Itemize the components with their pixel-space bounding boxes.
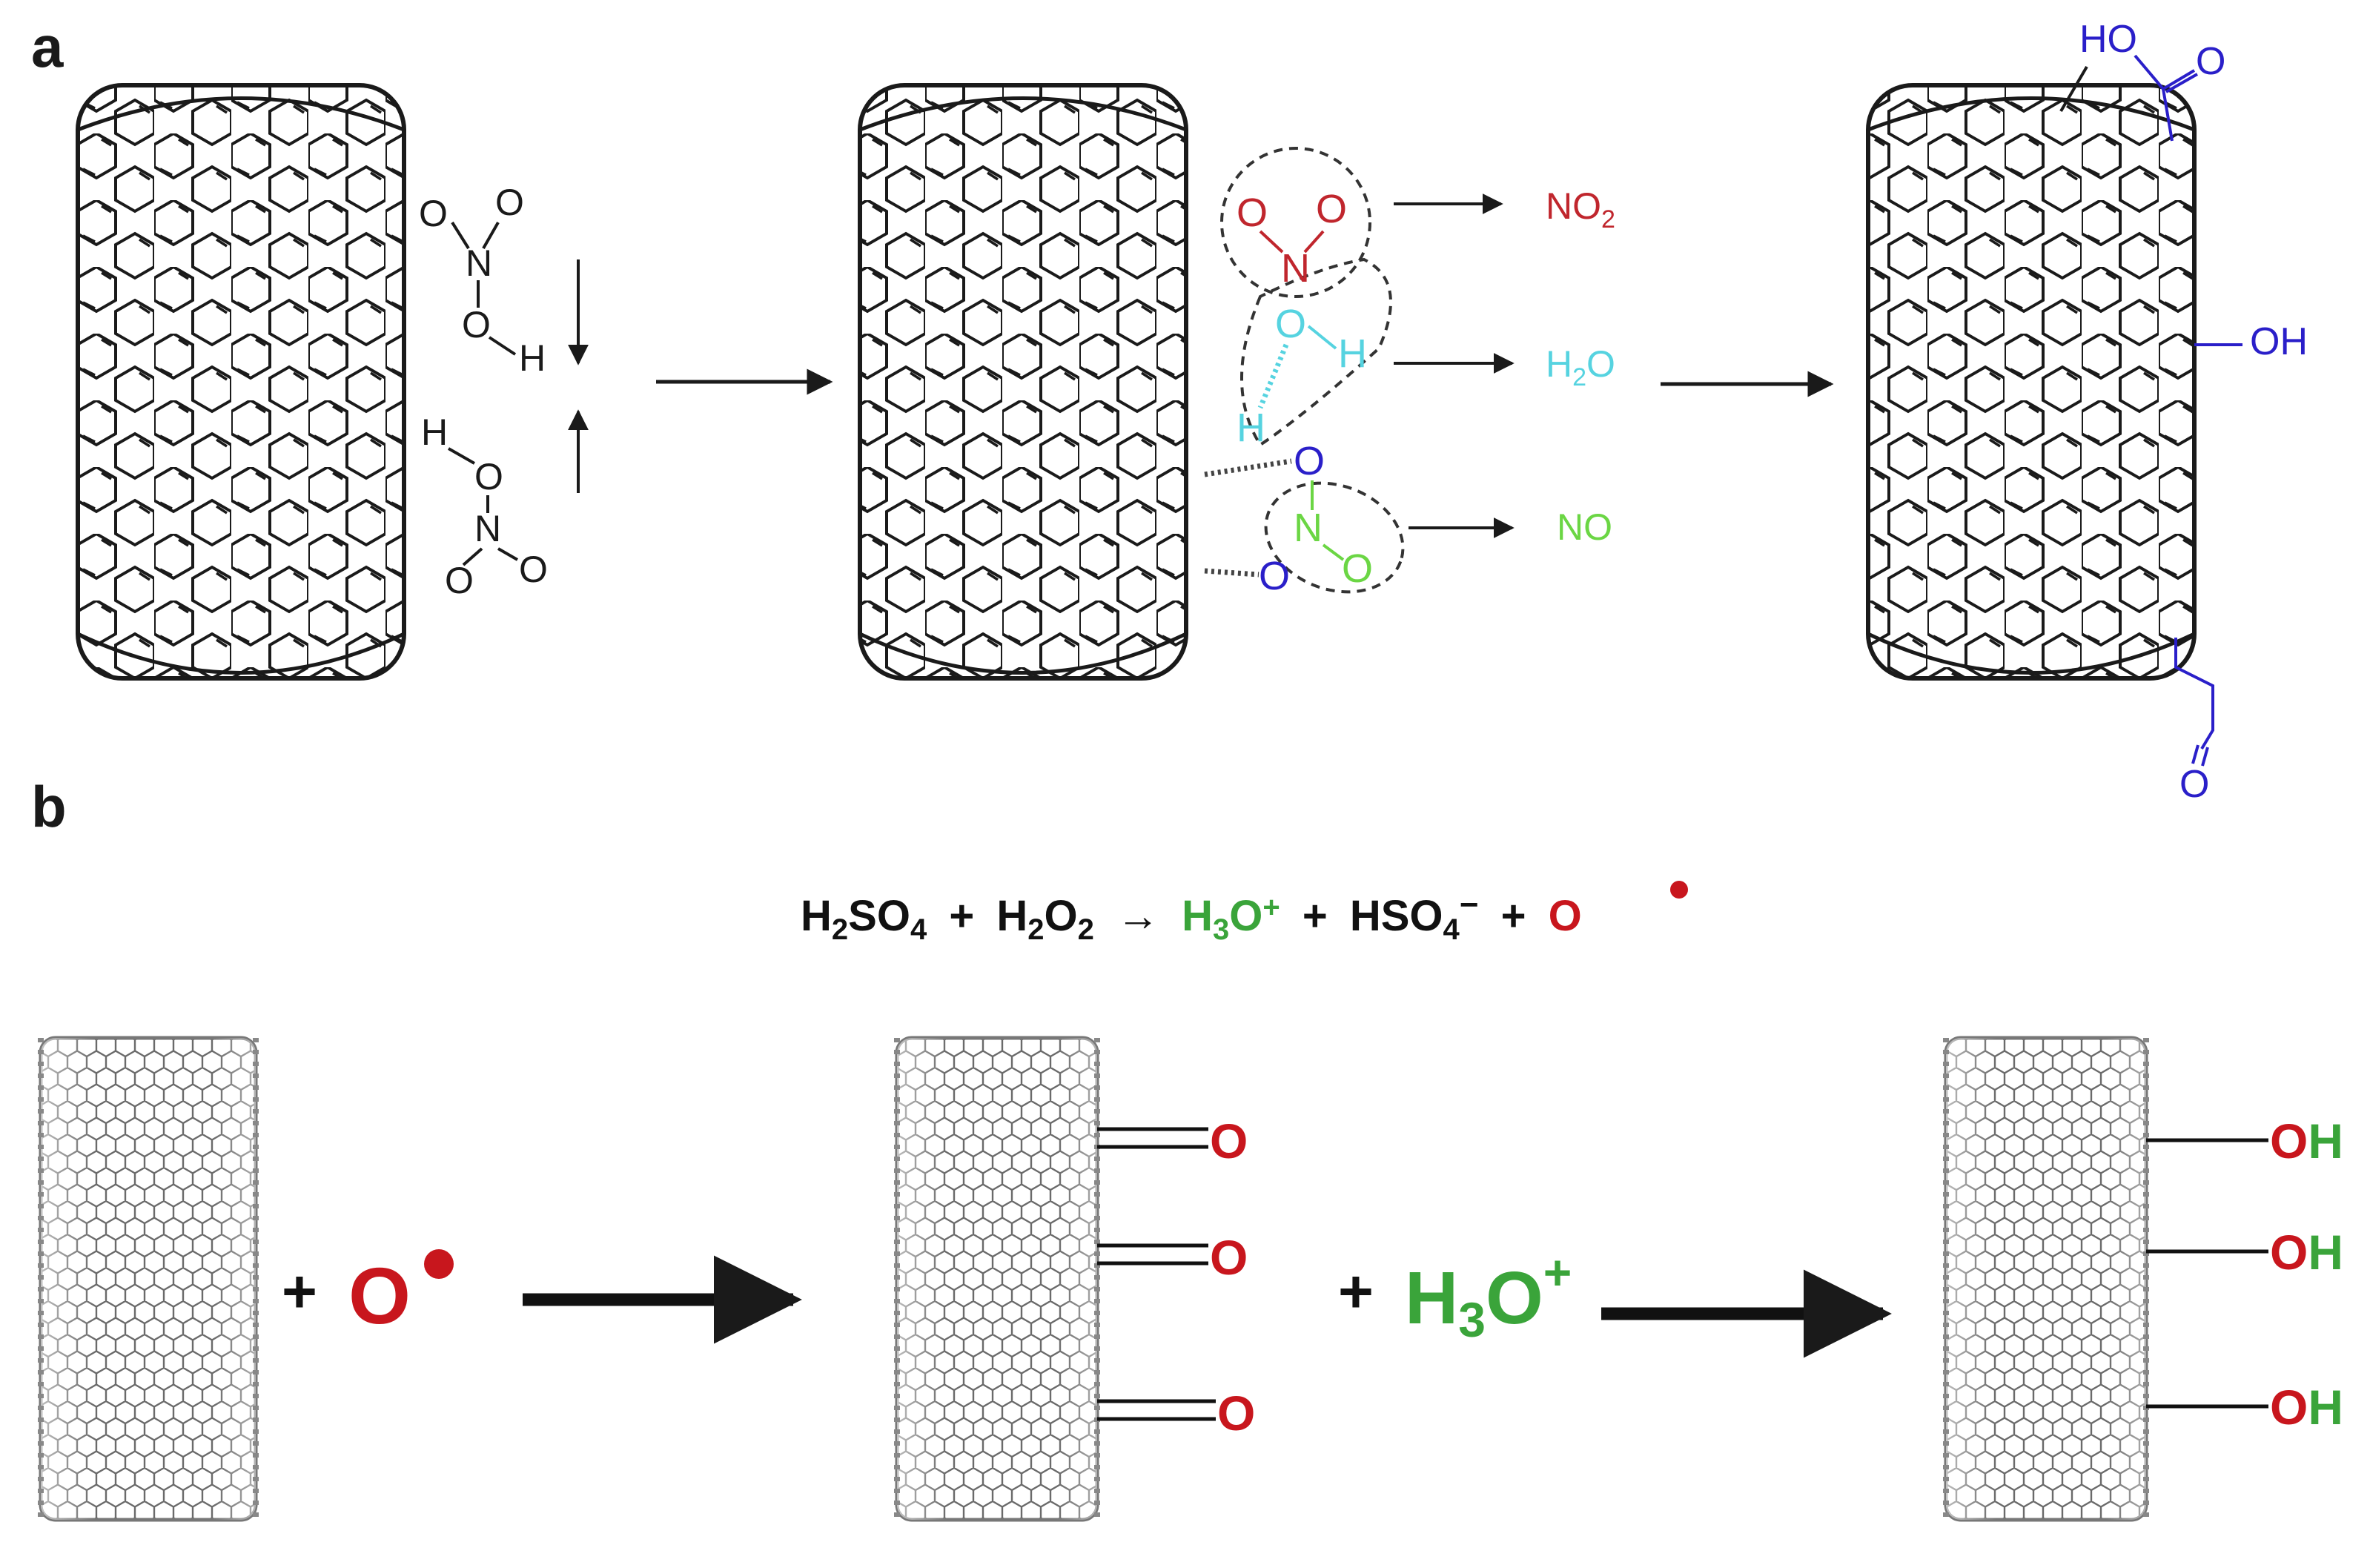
panel-b-label: b	[31, 774, 67, 839]
cnt-carbonyl	[894, 1036, 1100, 1522]
cnt-transition	[858, 83, 1188, 681]
eq-h2so4: H	[801, 892, 832, 940]
eq-plus-3: +	[1501, 892, 1526, 940]
svg-text:O: O	[445, 560, 474, 601]
hydroxyl-bonds	[2146, 1138, 2268, 1409]
ts-water-h2: H	[1237, 406, 1265, 450]
byproduct-h2o: H2O	[1546, 343, 1615, 391]
svg-text:O: O	[462, 304, 491, 345]
svg-text:N: N	[466, 242, 492, 284]
cnt-hydroxyl	[1943, 1036, 2149, 1522]
ts-no-o: O	[1342, 546, 1373, 591]
ts-no2-o2: O	[1316, 187, 1347, 231]
svg-text:H: H	[519, 337, 546, 379]
transition-groups: O O N O H H O O N O	[1204, 147, 1405, 598]
cnt-reactant	[76, 83, 406, 681]
svg-text:N: N	[474, 508, 501, 549]
hydroxyl-oh: OH	[2250, 320, 2308, 363]
byproduct-no2: NO2	[1546, 185, 1615, 234]
eq-plus-1: +	[949, 892, 974, 940]
nitric-acid-bottom: H O N O O	[421, 411, 548, 601]
byproduct-no: NO	[1557, 506, 1612, 548]
product-groups: HO O OH O	[2079, 18, 2308, 806]
step2-hydronium: H3O+	[1405, 1245, 1572, 1347]
carbonyl-o-2: O	[1210, 1230, 1248, 1285]
nitric-acid-top: O O N O H	[419, 182, 546, 379]
cooh-o: O	[2196, 40, 2225, 83]
carbonyl-bonds	[1097, 1127, 1216, 1421]
cooh-ho: HO	[2079, 18, 2137, 61]
svg-text:O: O	[419, 193, 448, 234]
step1-radical-dot	[424, 1249, 454, 1279]
carbonyl-o-3: O	[1217, 1386, 1255, 1440]
aldehyde-o: O	[2179, 763, 2209, 806]
step1-plus: +	[282, 1258, 317, 1326]
hydroxyl-3: OH	[2270, 1380, 2343, 1435]
ts-blue-o2: O	[1259, 554, 1290, 598]
step2-plus: +	[1338, 1258, 1374, 1326]
svg-text:O: O	[495, 182, 524, 223]
svg-text:H: H	[421, 411, 448, 453]
panel-a-label: a	[31, 14, 64, 79]
carbonyl-o-1: O	[1210, 1114, 1248, 1168]
eq-h3o: H	[1182, 892, 1213, 940]
ts-water-o: O	[1275, 302, 1306, 346]
eq-oradical: O	[1549, 892, 1582, 940]
ts-blue-o1: O	[1294, 439, 1325, 483]
ts-no2-n: N	[1281, 246, 1310, 291]
svg-text:O: O	[519, 549, 548, 590]
svg-text:O: O	[474, 456, 503, 497]
cnt-pristine	[38, 1036, 259, 1522]
step1-oxygen-radical: O	[348, 1251, 411, 1340]
eq-h2o2: H	[996, 892, 1027, 940]
ts-no-n: N	[1294, 506, 1323, 550]
eq-hso4: HSO	[1350, 892, 1443, 940]
eq-radical-dot	[1670, 881, 1688, 899]
hydroxyl-1: OH	[2270, 1114, 2343, 1168]
eq-arrow: →	[1116, 892, 1159, 940]
ts-no2-o1: O	[1237, 191, 1268, 235]
equation: H2SO4 + H2O2 → H3O+ + HSO4− + O	[801, 877, 1582, 949]
hydroxyl-2: OH	[2270, 1225, 2343, 1280]
eq-plus-2: +	[1302, 892, 1328, 940]
ts-water-h1: H	[1338, 331, 1367, 376]
cnt-functionalized	[1866, 65, 2197, 681]
